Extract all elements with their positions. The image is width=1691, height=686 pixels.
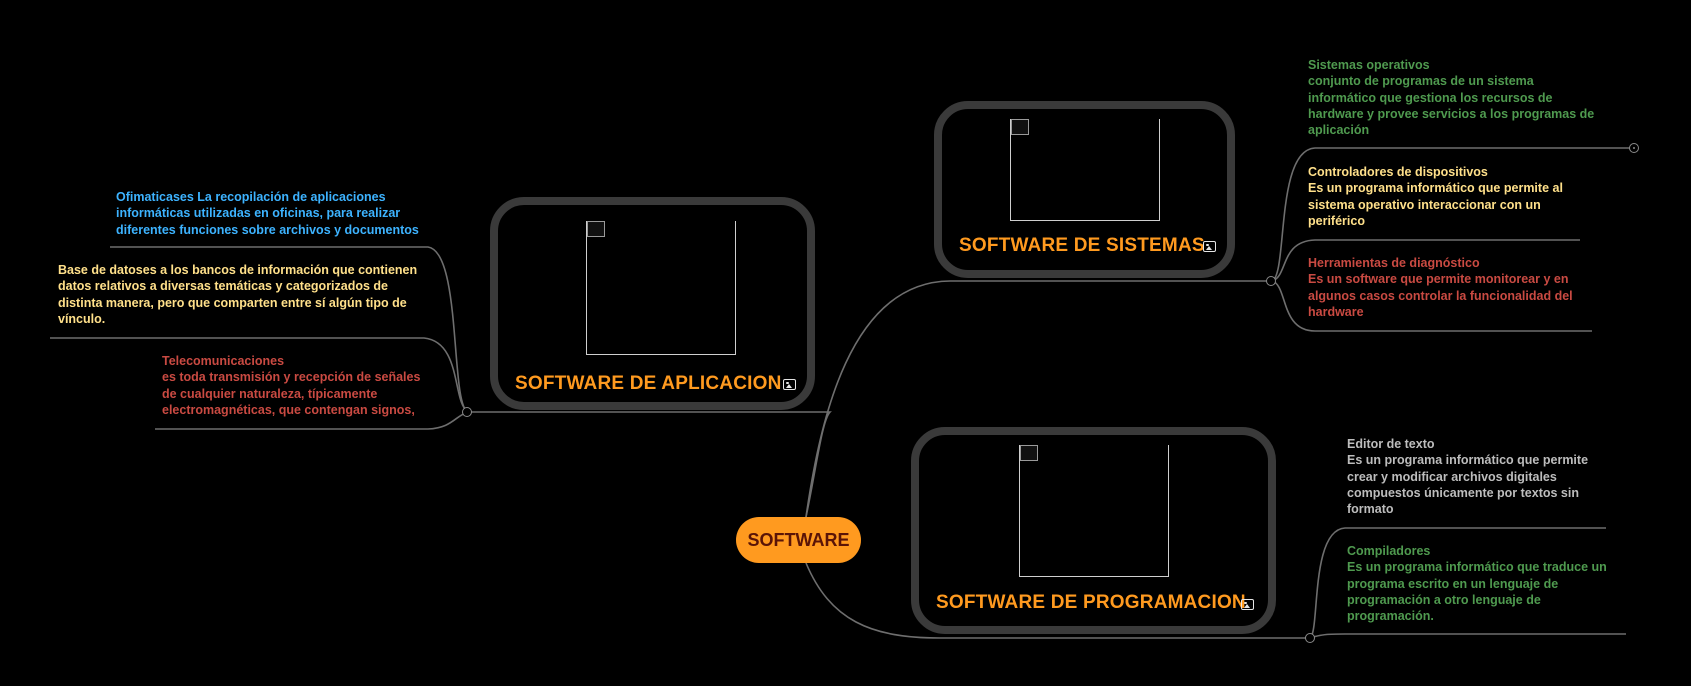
topic-line: Telecomunicaciones [162,354,285,368]
topic-sistemas-operativos[interactable]: Sistemas operativos conjunto de programa… [1308,57,1608,138]
topic-line: diferentes funciones sobre archivos y do… [116,222,419,237]
topic-line: compuestos únicamente por textos sin [1347,485,1579,500]
branch-software-programacion[interactable]: SOFTWARE DE PROGRAMACION [911,427,1276,634]
topic-line: electromagnéticas, que contengan signos, [162,402,415,417]
image-icon[interactable] [1203,241,1216,252]
topic-line: hardware y provee servicios a los progra… [1308,106,1595,121]
topic-line: programación a otro lenguaje de [1347,592,1541,607]
topic-editor-de-texto[interactable]: Editor de texto Es un programa informáti… [1347,436,1607,517]
branch-title: SOFTWARE DE APLICACION [515,373,782,394]
topic-line: programación. [1347,609,1434,624]
topic-line: hardware [1308,304,1364,319]
topic-line: informático que gestiona los recursos de [1308,90,1553,105]
topic-line: Ofimaticases La recopilación de aplicaci… [116,190,386,204]
branch-title: SOFTWARE DE PROGRAMACION [936,592,1246,613]
branch-image [586,221,736,355]
topic-line: programa escrito en un lenguaje de [1347,576,1559,591]
topic-line: sistema operativo interaccionar con un [1308,197,1541,212]
topic-line: vínculo. [58,311,106,326]
topic-line: periférico [1308,213,1365,228]
topic-line: formato [1347,502,1394,517]
collapse-knob-sistemas[interactable] [1266,276,1276,286]
topic-base-de-datos[interactable]: Base de datoses a los bancos de informac… [58,262,428,327]
central-topic-label: SOFTWARE [747,529,850,550]
central-topic[interactable]: SOFTWARE [736,517,861,563]
collapse-knob-programacion[interactable] [1305,633,1315,643]
topic-line: Es un programa informático que traduce u… [1347,560,1607,575]
topic-line: crear y modificar archivos digitales [1347,469,1557,484]
topic-line: Es un programa informático que permite [1347,453,1589,468]
topic-line: Es un programa informático que permite a… [1308,181,1563,196]
topic-line: Herramientas de diagnóstico [1308,256,1480,270]
branch-image [1019,445,1169,577]
topic-line: Editor de texto [1347,437,1435,451]
topic-line: es toda transmisión y recepción de señal… [162,370,421,385]
branch-image [1010,119,1160,221]
collapse-knob-aplicacion[interactable] [462,407,472,417]
topic-line: Controladores de dispositivos [1308,165,1488,179]
topic-ofimatica[interactable]: Ofimaticases La recopilación de aplicaci… [116,189,436,238]
topic-line: conjunto de programas de un sistema [1308,74,1534,89]
topic-line: Es un software que permite monitorear y … [1308,272,1569,287]
topic-line: Sistemas operativos [1308,58,1430,72]
topic-line: Base de datoses a los bancos de informac… [58,263,418,277]
branch-software-sistemas[interactable]: SOFTWARE DE SISTEMAS [934,101,1235,278]
topic-line: Compiladores [1347,544,1431,558]
topic-line: informáticas utilizadas en oficinas, par… [116,206,401,221]
collapse-knob-sistemas-operativos[interactable] [1629,143,1639,153]
topic-line: algunos casos controlar la funcionalidad… [1308,288,1573,303]
broken-image-icon [1011,119,1029,135]
image-icon[interactable] [1241,599,1254,610]
topic-telecomunicaciones[interactable]: Telecomunicaciones es toda transmisión y… [162,353,432,418]
topic-line: datos relativos a diversas temáticas y c… [58,279,389,294]
branch-title: SOFTWARE DE SISTEMAS [959,235,1205,256]
broken-image-icon [1020,445,1038,461]
image-icon[interactable] [783,379,796,390]
topic-herramientas-diagnostico[interactable]: Herramientas de diagnóstico Es un softwa… [1308,255,1588,320]
topic-line: aplicación [1308,123,1370,138]
topic-line: distinta manera, pero que comparten entr… [58,295,407,310]
topic-compiladores[interactable]: Compiladores Es un programa informático … [1347,543,1627,624]
topic-controladores[interactable]: Controladores de dispositivos Es un prog… [1308,164,1578,229]
topic-line: de cualquier naturaleza, típicamente [162,386,378,401]
broken-image-icon [587,221,605,237]
branch-software-aplicacion[interactable]: SOFTWARE DE APLICACION [490,197,815,410]
